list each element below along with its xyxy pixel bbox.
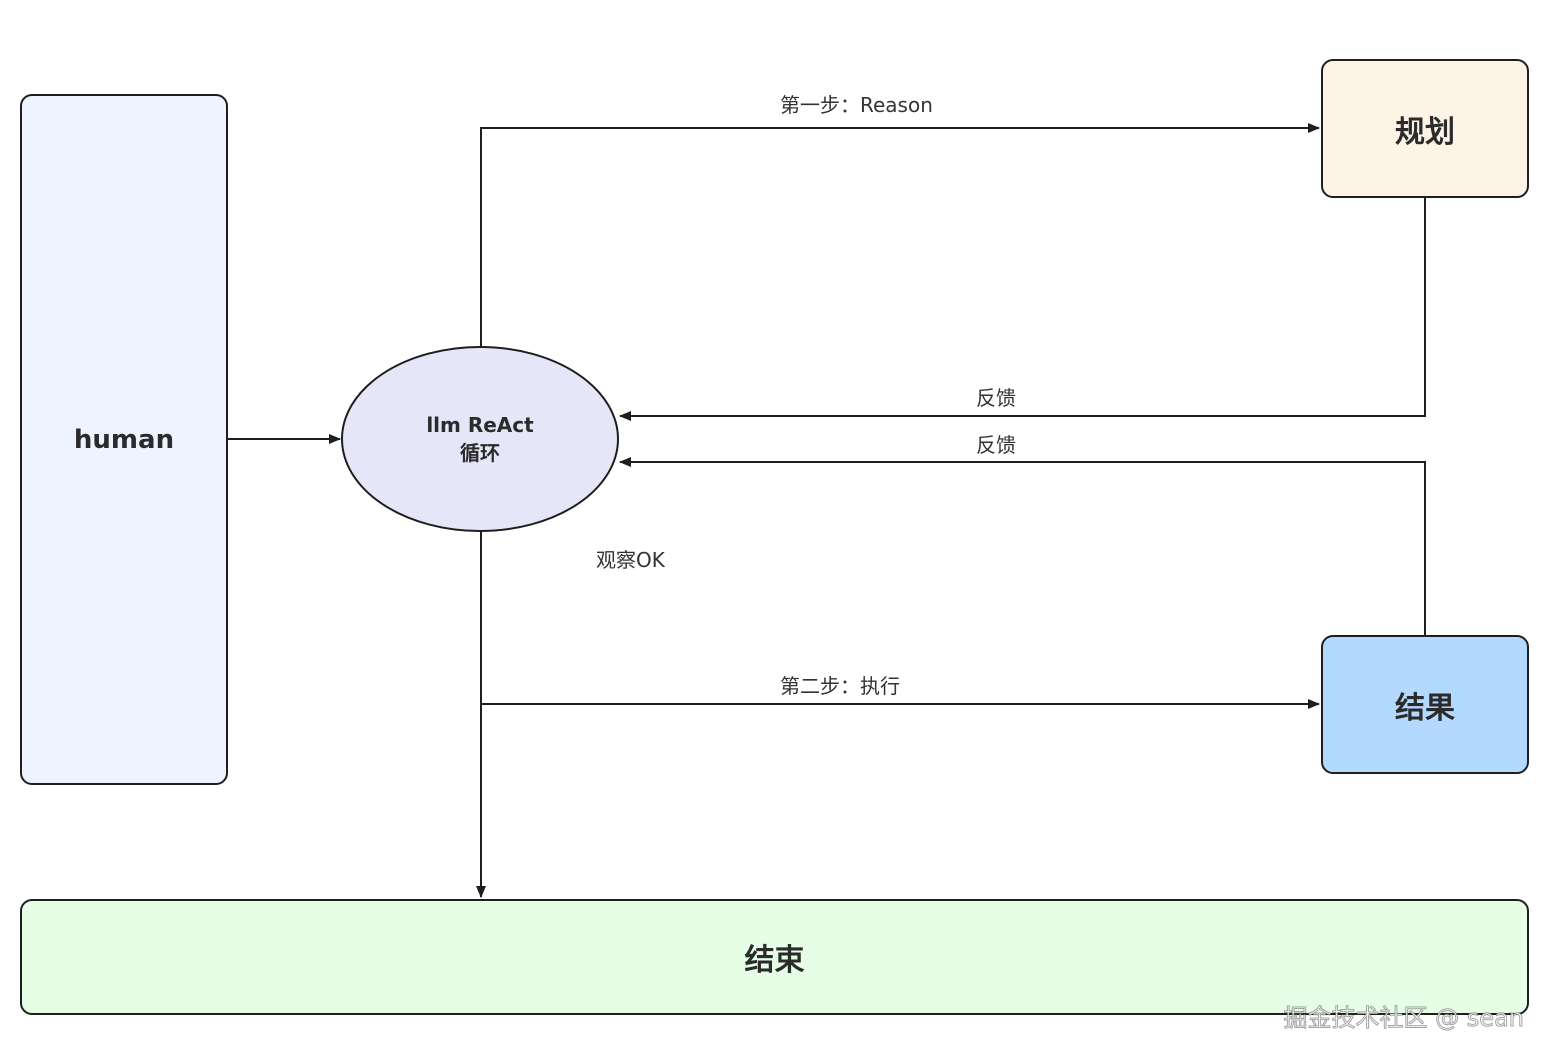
react-label-line1: llm ReAct [426, 413, 534, 437]
edge-step1-reason [480, 123, 1320, 347]
watermark: 掘金技术社区 @ sean [1283, 1004, 1524, 1033]
step1-edge-label: 第一步：Reason [778, 89, 935, 118]
human-label: human [73, 424, 175, 455]
end-node[interactable]: 结束 [20, 899, 1529, 1015]
result-label: 结果 [1395, 690, 1455, 726]
feedback-result-label: 反馈 [974, 429, 1018, 458]
observe-ok-label: 观察OK [594, 544, 667, 573]
react-label-line2: 循环 [460, 441, 500, 465]
plan-node[interactable]: 规划 [1321, 59, 1529, 198]
edge-feedback-result [619, 457, 1426, 635]
edge-feedback-plan [619, 198, 1426, 421]
result-node[interactable]: 结果 [1321, 635, 1529, 774]
step2-edge-label: 第二步：执行 [778, 670, 902, 699]
feedback-plan-label: 反馈 [974, 382, 1018, 411]
end-label: 结束 [744, 943, 805, 978]
plan-label: 规划 [1395, 114, 1455, 150]
react-loop-node[interactable]: llm ReAct 循环 [342, 347, 618, 531]
human-node[interactable]: human [20, 94, 228, 785]
